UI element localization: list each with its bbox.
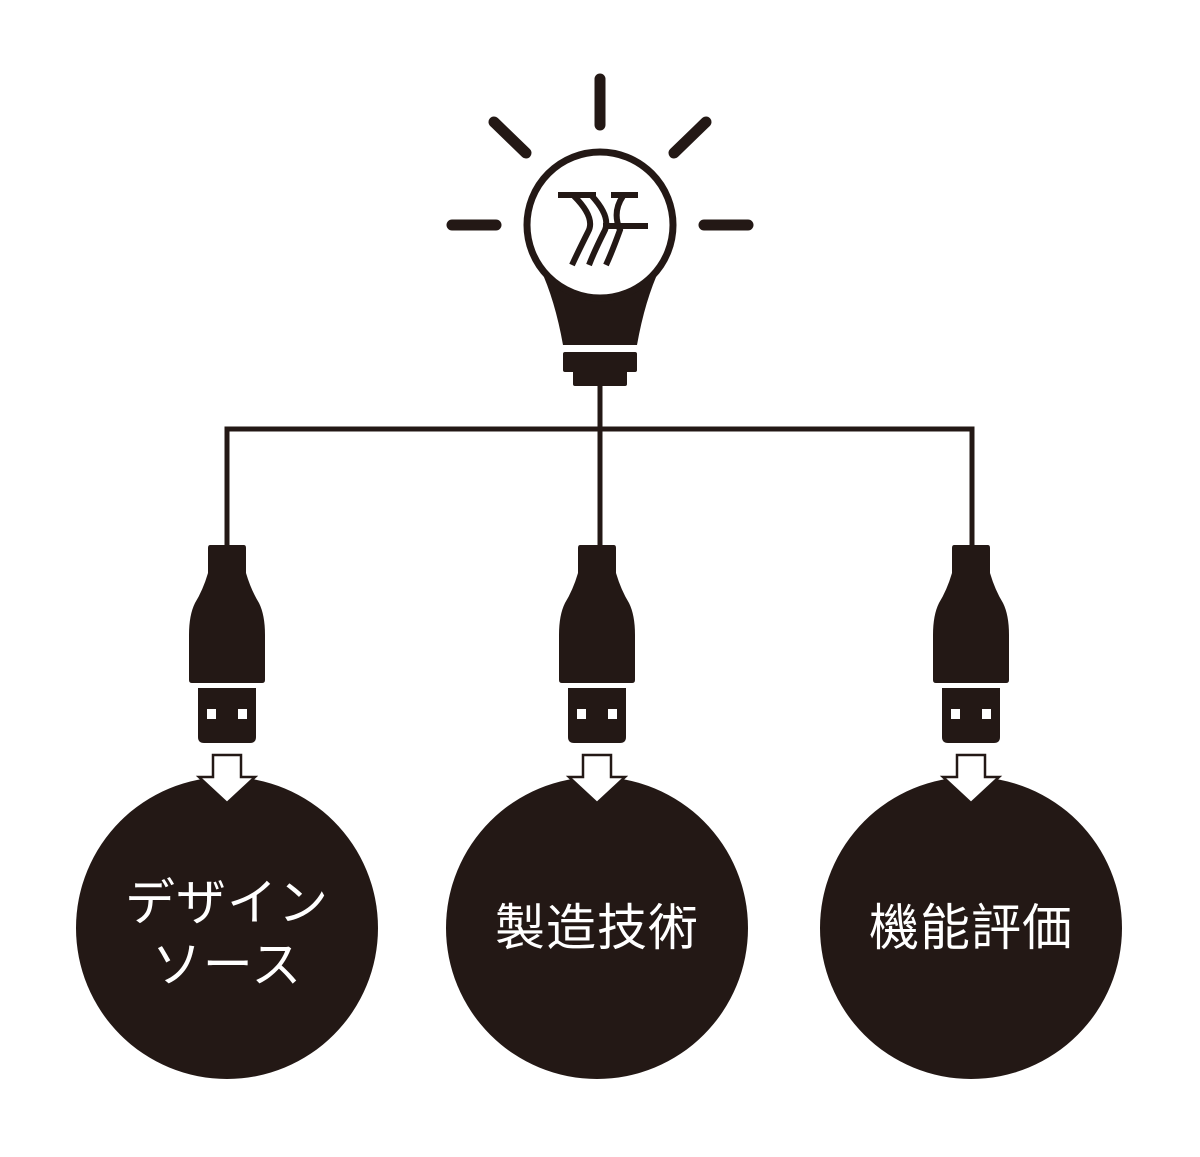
connector-lines <box>224 386 975 548</box>
usb-plug-icon <box>189 545 265 743</box>
node-manufacturing-tech <box>446 545 748 1079</box>
node-functional-eval <box>820 545 1122 1079</box>
node-design-source <box>76 545 378 1079</box>
light-rays-icon <box>446 73 754 231</box>
wave-chevron-logo-icon <box>558 192 648 267</box>
node-label-manufacturing-tech: 製造技術 <box>495 897 699 959</box>
usb-plug-icon <box>559 545 635 743</box>
usb-plug-icon <box>933 545 1009 743</box>
node-label-functional-eval: 機能評価 <box>869 897 1073 959</box>
node-label-line1: 機能評価 <box>869 899 1073 957</box>
node-label-line2: ソース <box>151 936 303 994</box>
lightbulb-icon <box>523 148 677 386</box>
node-label-design-source: デザイン ソース <box>125 872 329 996</box>
node-label-line1: デザイン <box>125 874 329 932</box>
node-label-line1: 製造技術 <box>495 899 699 957</box>
